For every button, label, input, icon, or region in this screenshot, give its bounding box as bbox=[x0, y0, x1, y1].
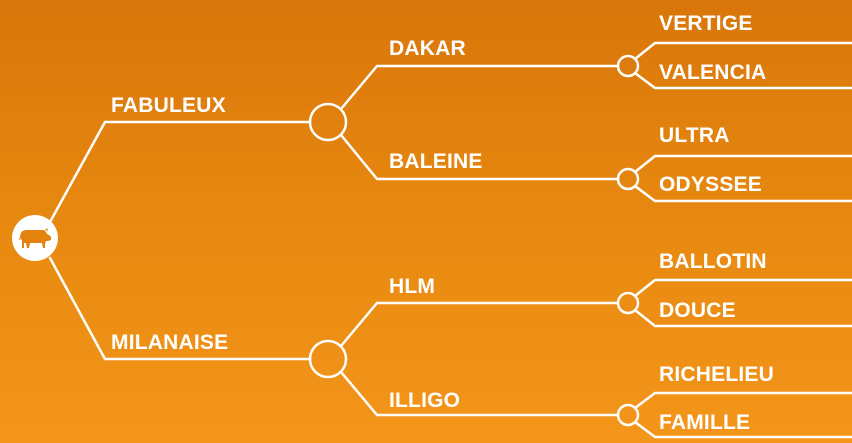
connector-illigo-famille bbox=[633, 420, 852, 439]
branch-label-hlm: HLM bbox=[389, 275, 436, 298]
connector-dakar-vertige bbox=[633, 41, 852, 61]
junction-node-fabuleux bbox=[308, 102, 348, 142]
junction-node-baleine bbox=[616, 167, 640, 191]
connector-illigo-richelieu bbox=[633, 391, 852, 410]
junction-node-illigo bbox=[616, 403, 640, 427]
leaf-label-douce: DOUCE bbox=[659, 299, 736, 322]
branch-label-fabuleux: FABULEUX bbox=[111, 94, 226, 117]
leaf-label-famille: FAMILLE bbox=[659, 411, 751, 434]
connector-fabuleux-dakar bbox=[339, 64, 620, 111]
connector-baleine-ultra bbox=[633, 154, 852, 174]
leaf-label-ballotin: BALLOTIN bbox=[659, 250, 767, 273]
connector-dakar-valencia bbox=[633, 71, 852, 90]
junction-node-milanaise bbox=[308, 339, 348, 379]
branch-label-dakar: DAKAR bbox=[389, 37, 466, 60]
connector-fabuleux-baleine bbox=[339, 133, 620, 181]
root-node bbox=[12, 215, 58, 261]
branch-label-baleine: BALEINE bbox=[389, 150, 483, 173]
junction-node-dakar bbox=[616, 54, 640, 78]
leaf-label-richelieu: RICHELIEU bbox=[659, 363, 774, 386]
connector-root-fabuleux bbox=[48, 120, 312, 224]
connector-milanaise-hlm bbox=[339, 301, 620, 348]
cow-icon bbox=[19, 228, 51, 248]
leaf-label-odyssee: ODYSSEE bbox=[659, 173, 762, 196]
connector-milanaise-illigo bbox=[339, 370, 620, 417]
branch-label-milanaise: MILANAISE bbox=[111, 331, 229, 354]
branch-label-illigo: ILLIGO bbox=[389, 389, 461, 412]
leaf-label-vertige: VERTIGE bbox=[659, 12, 753, 35]
connector-baleine-odyssee bbox=[633, 184, 852, 203]
connector-hlm-ballotin bbox=[633, 278, 852, 298]
leaf-label-ultra: ULTRA bbox=[659, 124, 730, 147]
junction-node-hlm bbox=[616, 291, 640, 315]
connector-hlm-douce bbox=[633, 308, 852, 328]
leaf-label-valencia: VALENCIA bbox=[659, 61, 767, 84]
connector-root-milanaise bbox=[48, 256, 312, 361]
